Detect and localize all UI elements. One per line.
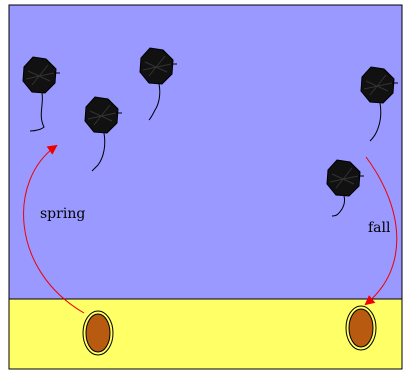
spring-arrow (23, 144, 85, 314)
water-column (8, 4, 403, 300)
flagellate-organism-icon (84, 96, 122, 172)
flagellate-organism-icon (139, 47, 177, 121)
resting-cyst-icon (82, 310, 114, 356)
flagellate-organism-icon (22, 56, 60, 132)
flagellate-organism-icon (326, 159, 364, 217)
fall-arrow (364, 156, 398, 306)
flagellate-organism-icon (360, 66, 398, 142)
spring-label: spring (40, 206, 86, 222)
fall-label: fall (368, 220, 391, 236)
sediment-layer (8, 298, 403, 370)
resting-cyst-icon (345, 305, 377, 351)
